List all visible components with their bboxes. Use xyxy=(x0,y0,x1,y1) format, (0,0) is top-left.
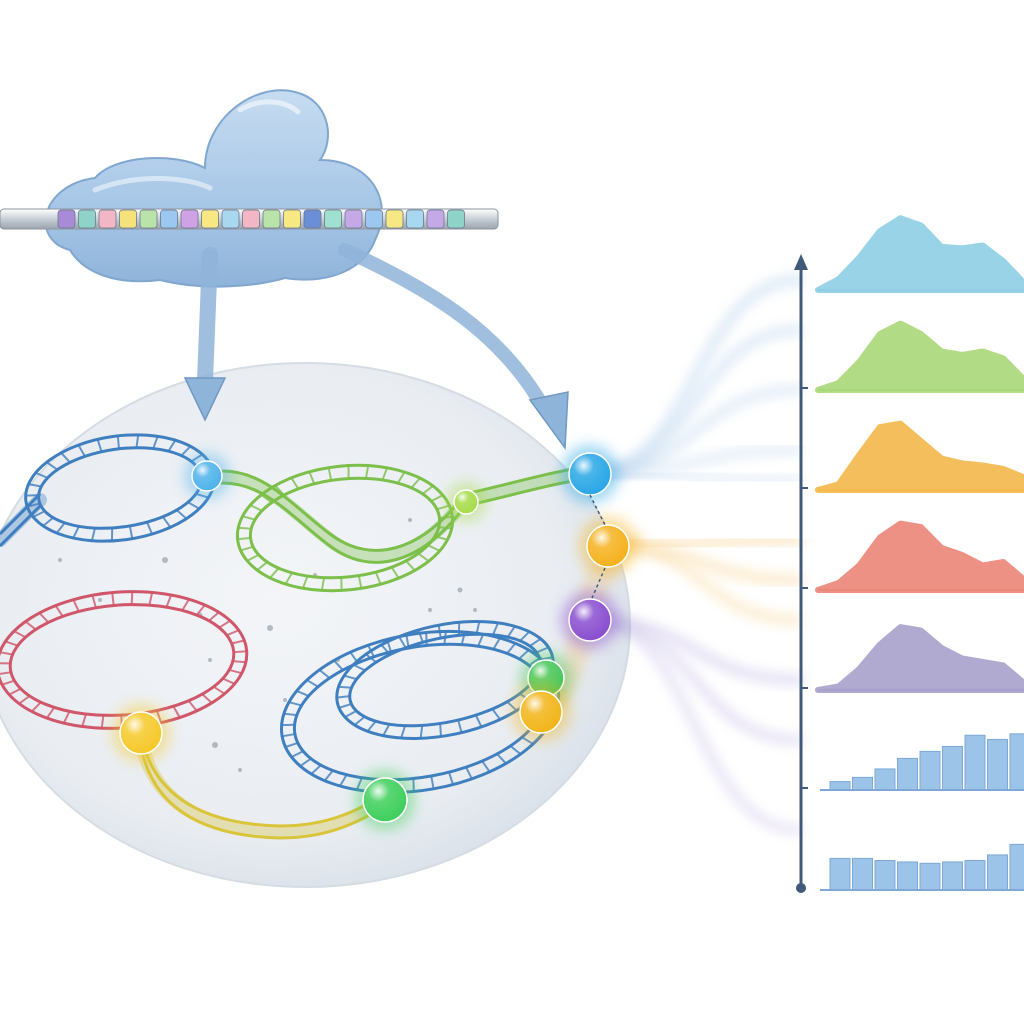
arrow-down xyxy=(183,247,227,422)
node-blue-small xyxy=(184,453,230,499)
track-bar xyxy=(919,862,941,891)
node-cyan-large xyxy=(561,445,619,503)
track-bar xyxy=(987,854,1008,891)
track-axis xyxy=(794,254,808,893)
sequence-bead xyxy=(221,209,240,229)
sequence-bead xyxy=(160,209,178,229)
nucleus-speckles xyxy=(58,518,477,772)
sequence-bead xyxy=(262,209,281,229)
track-bars-1 xyxy=(820,733,1024,791)
sequence-bead xyxy=(57,209,76,229)
track-red xyxy=(815,520,1024,593)
sequence-beads xyxy=(57,209,465,229)
sequence-bead xyxy=(426,209,445,229)
interaction-nodes xyxy=(112,445,637,830)
blue-stub-left xyxy=(0,492,47,548)
sequence-bead xyxy=(385,209,404,229)
yellow-fiber-bottom xyxy=(133,728,392,840)
sequence-bead xyxy=(447,209,465,229)
arrow-curved xyxy=(338,243,569,451)
sequence-bead xyxy=(139,209,158,229)
node-orange xyxy=(579,517,637,575)
sequence-bead xyxy=(119,209,137,229)
track-blue xyxy=(815,215,1024,293)
node-purple xyxy=(561,591,619,649)
track-orange xyxy=(815,420,1024,493)
signal-stream xyxy=(604,542,804,624)
sequence-bead xyxy=(303,209,322,229)
green-loop-upper xyxy=(235,463,455,593)
track-bar xyxy=(1009,843,1024,891)
sequence-bead xyxy=(324,209,342,229)
track-bar xyxy=(897,861,918,891)
sequence-bead xyxy=(344,209,363,229)
sequence-bead xyxy=(78,209,96,229)
track-bar xyxy=(852,776,873,791)
node-lime xyxy=(446,482,486,522)
signal-stream xyxy=(585,275,805,479)
track-bar xyxy=(942,861,963,891)
track-bar xyxy=(874,768,896,791)
node-yellow-left xyxy=(112,704,170,762)
green-connector xyxy=(203,469,472,564)
track-bar xyxy=(987,738,1008,791)
sequence-bead xyxy=(242,209,260,229)
track-bar xyxy=(852,857,873,891)
track-bar xyxy=(964,734,986,791)
track-bar xyxy=(942,745,963,791)
track-bar xyxy=(1009,733,1024,791)
track-bar xyxy=(874,860,896,891)
signal-tracks xyxy=(815,215,1024,891)
track-purple xyxy=(815,624,1024,693)
track-bars-2 xyxy=(820,843,1024,891)
nucleus-body xyxy=(0,362,631,888)
sequence-bead xyxy=(406,209,424,229)
track-bar xyxy=(964,860,986,891)
sequence-bead xyxy=(283,209,301,229)
node-green-bottom xyxy=(355,770,415,830)
track-bar xyxy=(897,757,918,791)
signal-stream xyxy=(587,471,803,483)
track-green xyxy=(815,320,1024,393)
track-bar xyxy=(919,750,941,791)
sequence-bead xyxy=(180,209,199,229)
sequence-bead xyxy=(98,209,117,229)
signal-stream xyxy=(586,616,804,834)
track-bar xyxy=(829,781,851,791)
sequence-bead xyxy=(201,209,219,229)
sequence-bead xyxy=(365,209,383,229)
node-gold xyxy=(512,683,570,741)
track-bar xyxy=(829,857,851,891)
